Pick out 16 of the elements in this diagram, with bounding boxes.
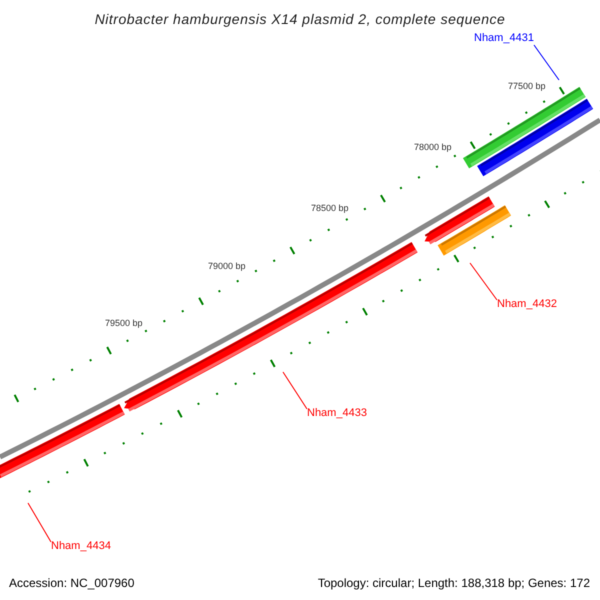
leader-line (534, 44, 560, 80)
gene-label: Nham_4434 (51, 539, 111, 553)
position-label: 78000 bp (414, 141, 452, 154)
gene-label: Nham_4432 (497, 297, 557, 311)
leader-line (28, 502, 52, 542)
position-label: 77500 bp (508, 80, 546, 93)
position-label: 79500 bp (105, 317, 143, 330)
footer-text: Accession: NC_007960 (9, 575, 134, 592)
position-label: 78500 bp (311, 202, 349, 215)
gene-label: Nham_4433 (307, 406, 367, 420)
leader-line (470, 262, 498, 300)
position-label: 79000 bp (208, 260, 246, 273)
gene-label: Nham_4431 (474, 31, 534, 45)
footer-text: Topology: circular; Length: 188,318 bp; Genes: 172 (318, 575, 590, 592)
title: Nitrobacter hamburgensis X14 plasmid 2, complete sequence (94, 10, 506, 29)
leader-line (282, 372, 308, 410)
